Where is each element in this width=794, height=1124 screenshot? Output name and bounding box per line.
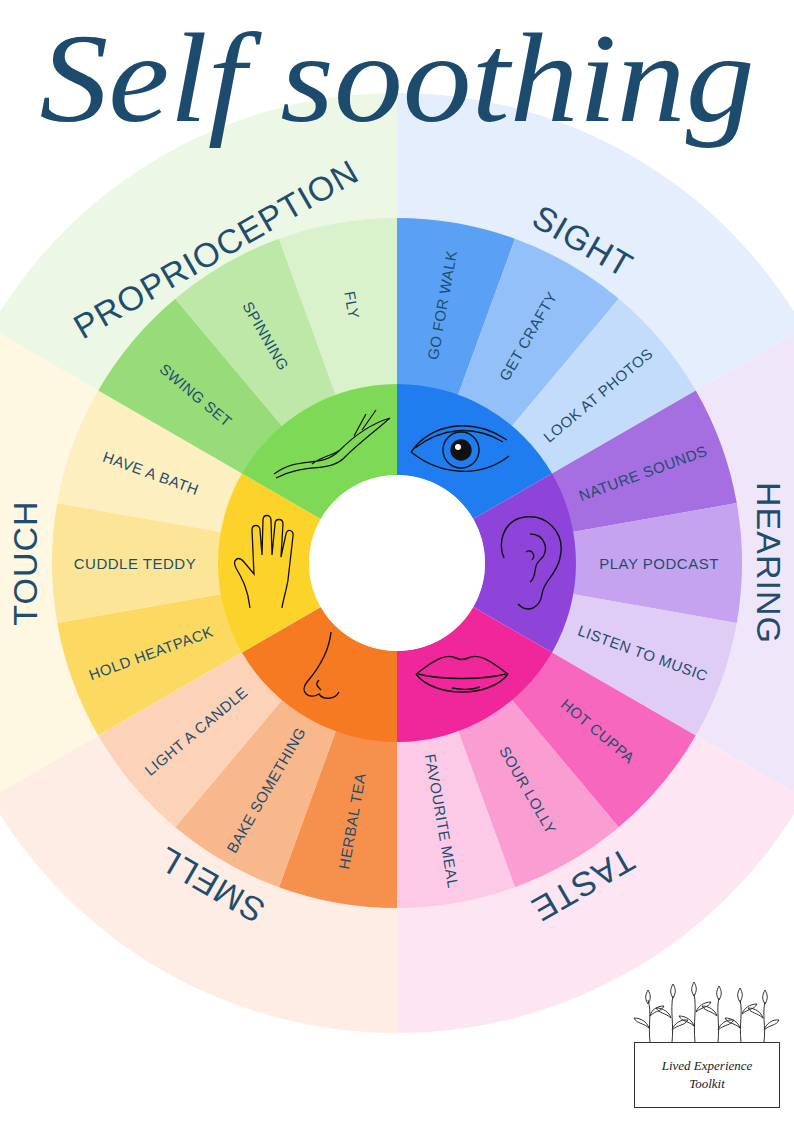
- activity-segment-fill: [279, 218, 397, 396]
- activity-segment-fill: [397, 730, 515, 908]
- activity-segment: FLY: [279, 218, 397, 396]
- eye-iris: [443, 432, 479, 468]
- plant-stem: [648, 1000, 650, 1042]
- sense-sector: PROPRIOCEPTIONSWING SETSPINNINGFLY: [0, 93, 397, 475]
- activity-label: FLY: [342, 290, 362, 320]
- plants-drawing: [634, 982, 779, 1042]
- plant-leaf: [725, 988, 757, 1028]
- eye-pupil: [451, 440, 471, 460]
- hearing-ring-sector: [473, 474, 576, 653]
- eye-icon: [411, 426, 509, 472]
- activity-label: CUDDLE TEDDY: [74, 556, 196, 571]
- plant-leaf: [634, 990, 664, 1028]
- nose-outline: [304, 632, 339, 698]
- ear-outline: [501, 517, 561, 609]
- ear-icon: [501, 517, 561, 609]
- activity-segment: FAVOURITE MEAL: [397, 730, 515, 908]
- center-circle: [309, 475, 485, 651]
- sense-label: TOUCH: [8, 500, 42, 625]
- icon-ring: [218, 384, 576, 742]
- taste-ring-sector: [397, 607, 552, 742]
- nose-icon: [304, 632, 339, 698]
- plant-leaf: [748, 990, 779, 1030]
- plant-stem: [694, 994, 695, 1042]
- sense-sector-fill: [0, 93, 397, 475]
- plant-leaf: [702, 986, 734, 1030]
- plant-stem: [764, 1002, 765, 1042]
- proprioception-ring-sector: [242, 384, 397, 519]
- plant-leaf: [656, 984, 688, 1030]
- plant-stem: [718, 998, 719, 1042]
- plant-stem: [740, 1000, 741, 1042]
- smell-ring-sector: [242, 607, 397, 742]
- lips-outline: [416, 656, 508, 692]
- lips-icon: [416, 656, 508, 692]
- wind-icon: [274, 410, 390, 478]
- eye-outline: [411, 426, 509, 472]
- wind-lines: [274, 410, 390, 478]
- eye-highlight: [455, 444, 461, 450]
- hand-outline: [235, 516, 293, 609]
- touch-ring-sector: [218, 474, 321, 653]
- hand-icon: [235, 516, 293, 609]
- sight-ring-sector: [397, 384, 552, 519]
- logo-box: Lived Experience Toolkit: [634, 1042, 780, 1108]
- sense-sector-fill: [397, 651, 794, 1033]
- plant-leaf: [679, 982, 711, 1026]
- diagram-title: Self soothing: [40, 14, 755, 142]
- plant-stem: [672, 996, 673, 1042]
- activity-segment-shape: [279, 218, 397, 396]
- logo-text: Lived Experience Toolkit: [657, 1057, 757, 1092]
- sense-label: HEARING: [752, 482, 786, 644]
- activity-label: PLAY PODCAST: [599, 556, 719, 571]
- sense-sector: TASTEHOT CUPPASOUR LOLLYFAVOURITE MEAL: [397, 651, 794, 1033]
